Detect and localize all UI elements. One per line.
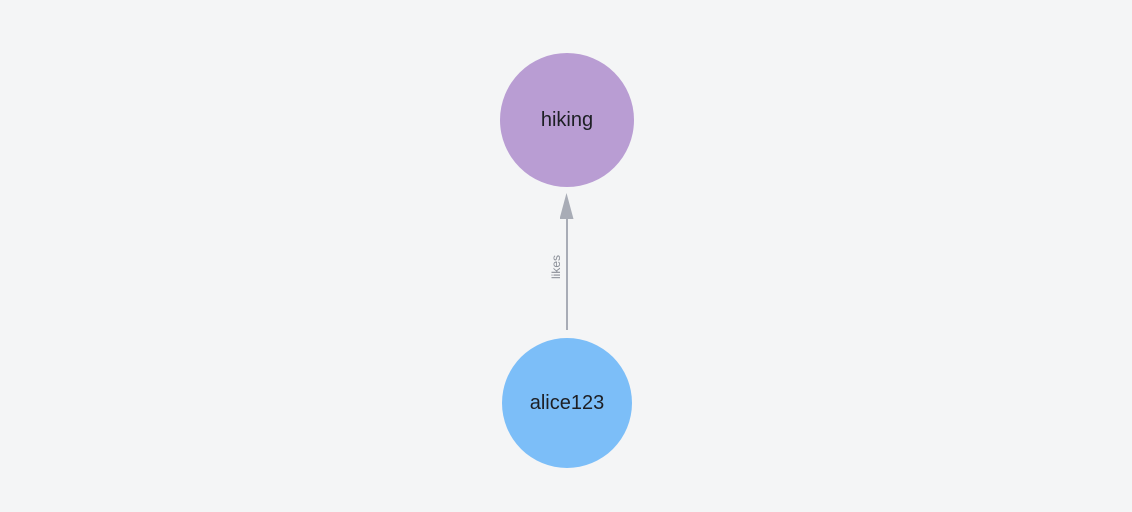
node-label-alice123: alice123 (529, 392, 605, 414)
node-alice123[interactable]: alice123 (502, 338, 632, 468)
edge-line[interactable] (565, 214, 568, 330)
edge-label-likes[interactable]: likes (549, 254, 563, 280)
node-label-hiking: hiking (540, 109, 594, 131)
arrowhead-up-icon (559, 193, 574, 219)
node-hiking[interactable]: hiking (500, 53, 634, 187)
